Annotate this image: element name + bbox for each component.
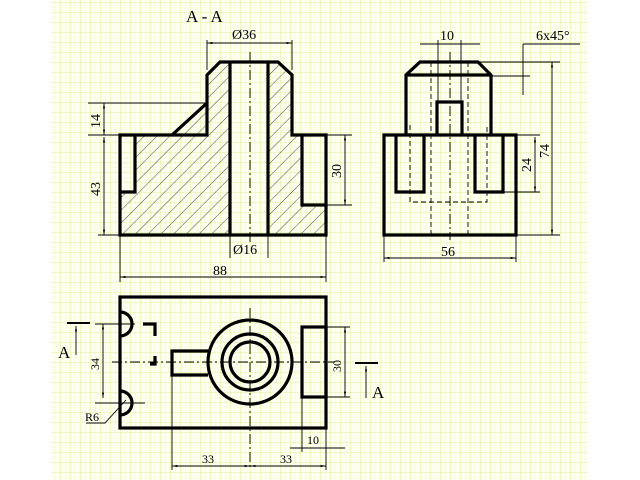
dim-overall-width: 88 [213, 264, 227, 279]
dim-side-width: 56 [441, 245, 455, 260]
dim-recess-depth: 10 [307, 433, 319, 447]
section-hatch-right [268, 62, 326, 235]
section-view: A - A Ø36 14 43 30 Ø16 88 [88, 7, 352, 282]
dim-slot-ext [437, 40, 462, 135]
side-hidden-lines [409, 62, 488, 235]
dim-radius-leader [86, 399, 127, 424]
grid-lines [51, 0, 588, 480]
section-hatch-left [120, 62, 230, 235]
section-bore [228, 62, 270, 235]
side-view: 10 6x45° 74 24 56 [382, 29, 580, 262]
dim-height-ext [503, 134, 560, 236]
dim-overall-height: 74 [538, 144, 553, 158]
dim-slot-depth: 24 [520, 158, 535, 172]
dim-offset-left: 33 [202, 452, 214, 466]
dim-hole-spacing-ext [95, 323, 145, 404]
section-title: A - A [186, 7, 224, 26]
section-outline [118, 60, 328, 237]
dim-recess-depth-ext [290, 397, 345, 470]
top-cut-bracket [143, 322, 157, 366]
dim-chamfer-leader [478, 43, 580, 95]
dim-hole-spacing: 34 [88, 358, 102, 370]
dim-boss-diameter: Ø36 [232, 28, 256, 43]
dim-recess-length: 30 [330, 360, 344, 372]
dim-chamfer: 6x45° [536, 29, 570, 44]
cut-label-left: A [58, 343, 71, 362]
dim-base-height: 43 [89, 182, 104, 196]
dim-notch-depth: 30 [330, 164, 345, 178]
dim-notch-ext [326, 134, 352, 206]
top-rib [170, 349, 208, 377]
cut-label-right: A [372, 383, 385, 402]
dim-hole-diameter: Ø16 [233, 243, 257, 258]
dim-rib-height: 14 [89, 114, 104, 128]
dim-slot-width: 10 [440, 29, 454, 44]
top-view: A A 34 30 R6 10 33 33 [58, 295, 385, 470]
dim-width-ext [119, 235, 327, 282]
dim-hole-ext [229, 235, 269, 258]
dim-offset-right: 33 [280, 452, 292, 466]
dim-radius: R6 [85, 410, 99, 424]
dim-boss-diameter-line [206, 40, 293, 70]
